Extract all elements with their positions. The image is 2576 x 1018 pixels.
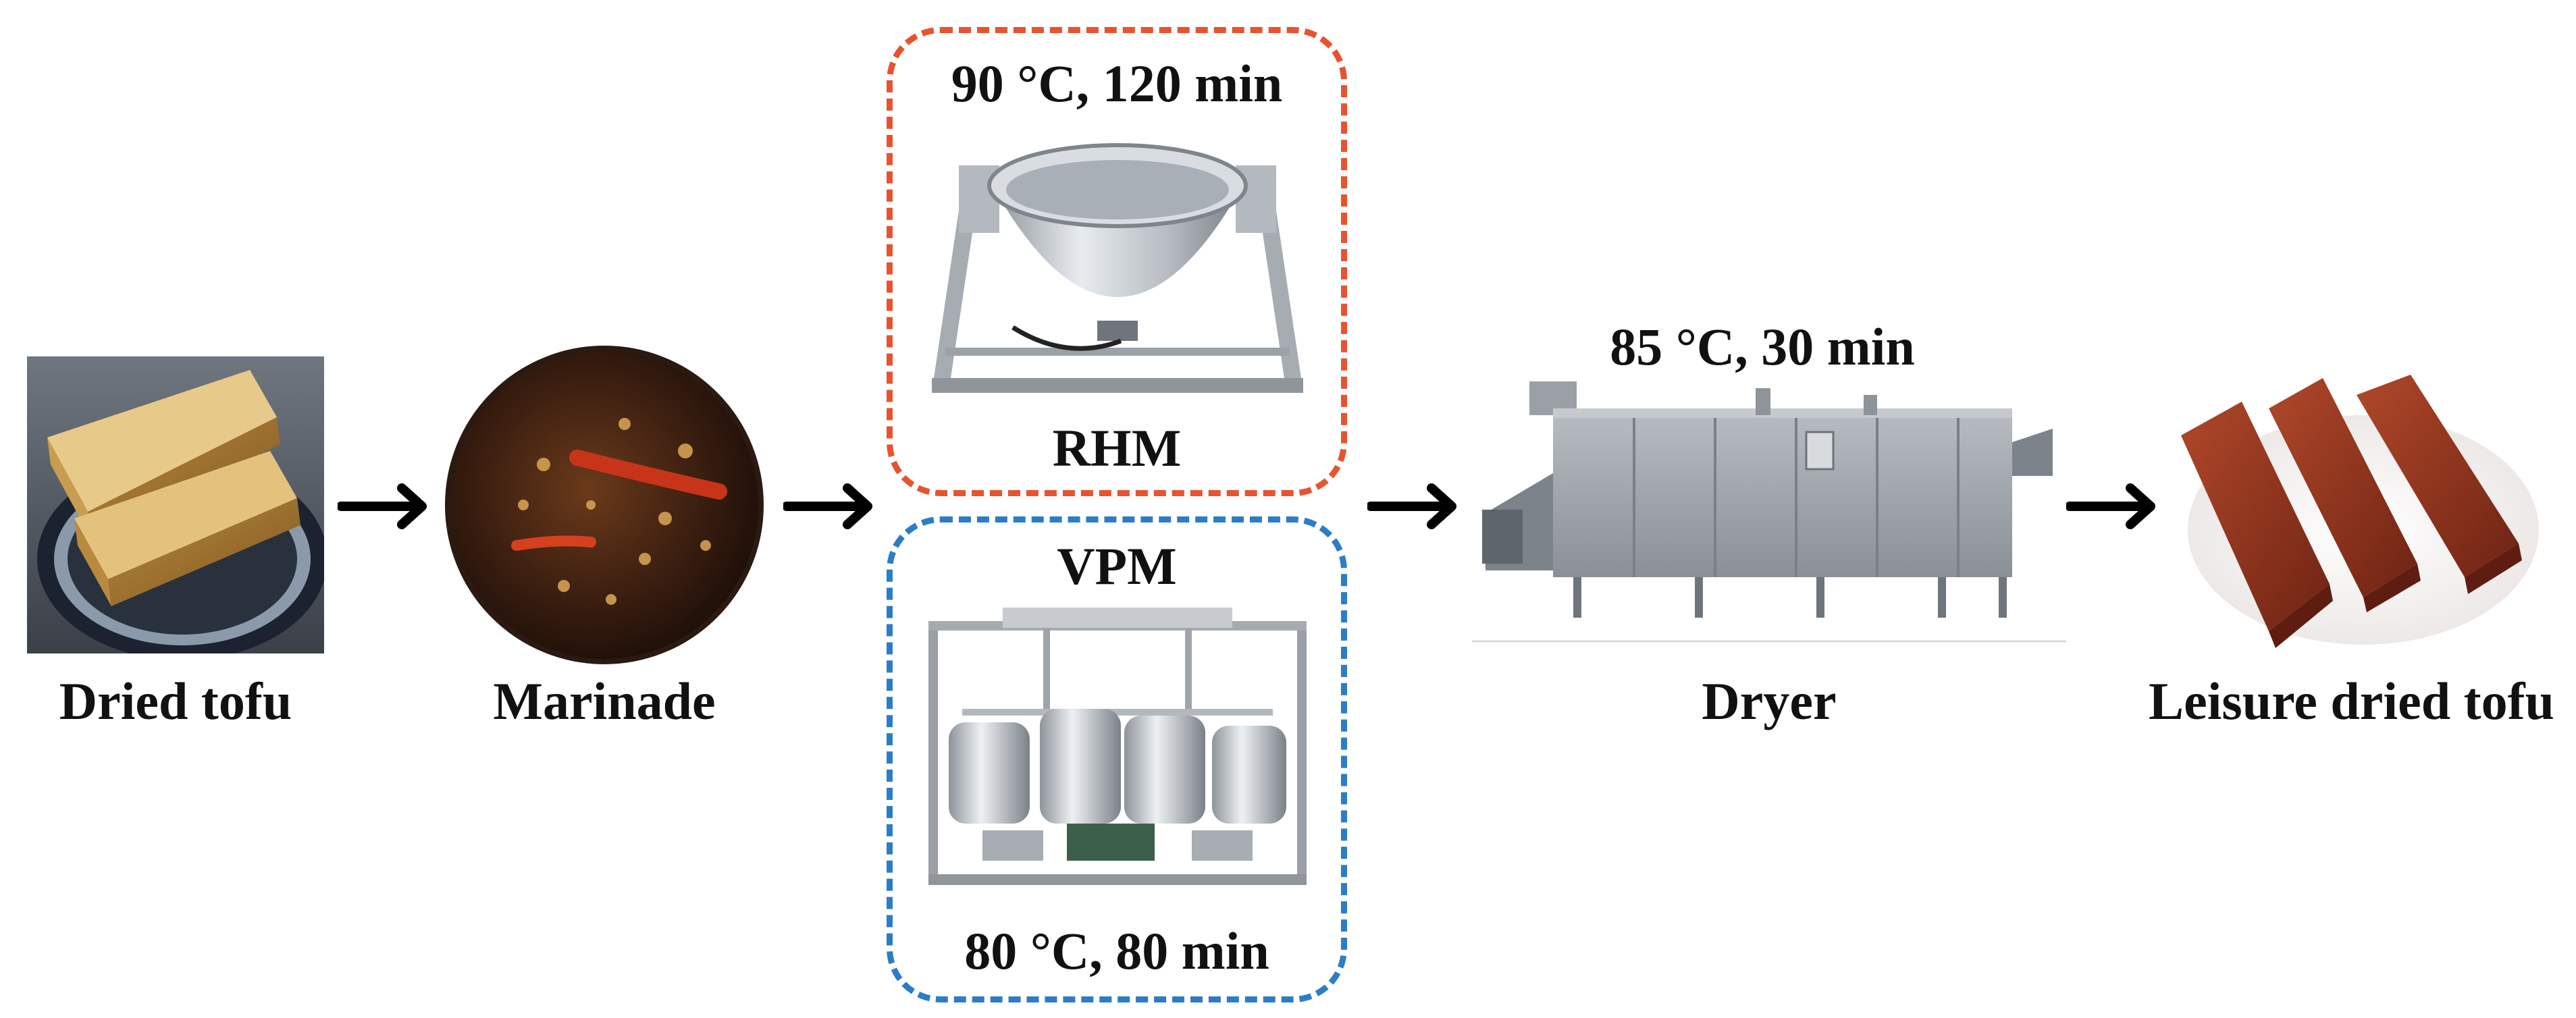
arrow-icon [338, 483, 429, 530]
dryer-label: Dryer [1702, 672, 1837, 730]
rhm-condition: 90 °C, 120 min [951, 54, 1283, 113]
vpm-box [887, 516, 1347, 1002]
dryer-image [1472, 368, 2066, 651]
arrow-icon [1367, 483, 1458, 530]
vpm-machine-image [922, 608, 1313, 891]
arrow-icon [2066, 483, 2157, 530]
leisure-dried-tofu-image [2167, 361, 2542, 651]
marinade-label: Marinade [493, 672, 716, 730]
vpm-name: VPM [1057, 537, 1177, 595]
leisure-dried-tofu-label: Leisure dried tofu [2149, 672, 2554, 730]
marinade-image [442, 343, 766, 667]
rhm-kettle-image [918, 125, 1317, 398]
dried-tofu-label: Dried tofu [59, 672, 292, 730]
rhm-name: RHM [1052, 419, 1182, 477]
vpm-condition: 80 °C, 80 min [964, 921, 1269, 980]
arrow-icon [783, 483, 874, 530]
dried-tofu-image [27, 356, 324, 653]
rhm-box [887, 27, 1347, 496]
dryer-condition: 85 °C, 30 min [1610, 317, 1915, 376]
